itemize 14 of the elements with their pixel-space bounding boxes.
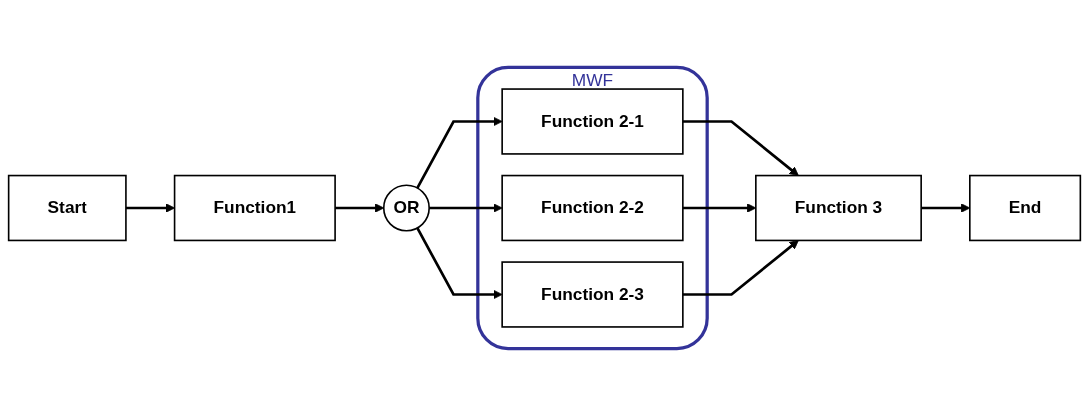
node-box: Start: [7, 174, 127, 242]
node-box: Function 2-3: [501, 261, 684, 328]
arrow: [682, 240, 799, 296]
node-box: End: [969, 174, 1082, 242]
node-box: Function1: [173, 174, 336, 242]
node-box: Function 2-1: [501, 88, 684, 155]
node-circle: OR: [382, 184, 430, 232]
arrow: [416, 227, 503, 300]
node-box: Function 2-2: [501, 174, 684, 242]
arrow: [429, 203, 503, 213]
arrow: [125, 203, 175, 213]
arrow: [682, 120, 799, 176]
node-box: Function 3: [755, 174, 922, 242]
arrow: [416, 116, 503, 189]
